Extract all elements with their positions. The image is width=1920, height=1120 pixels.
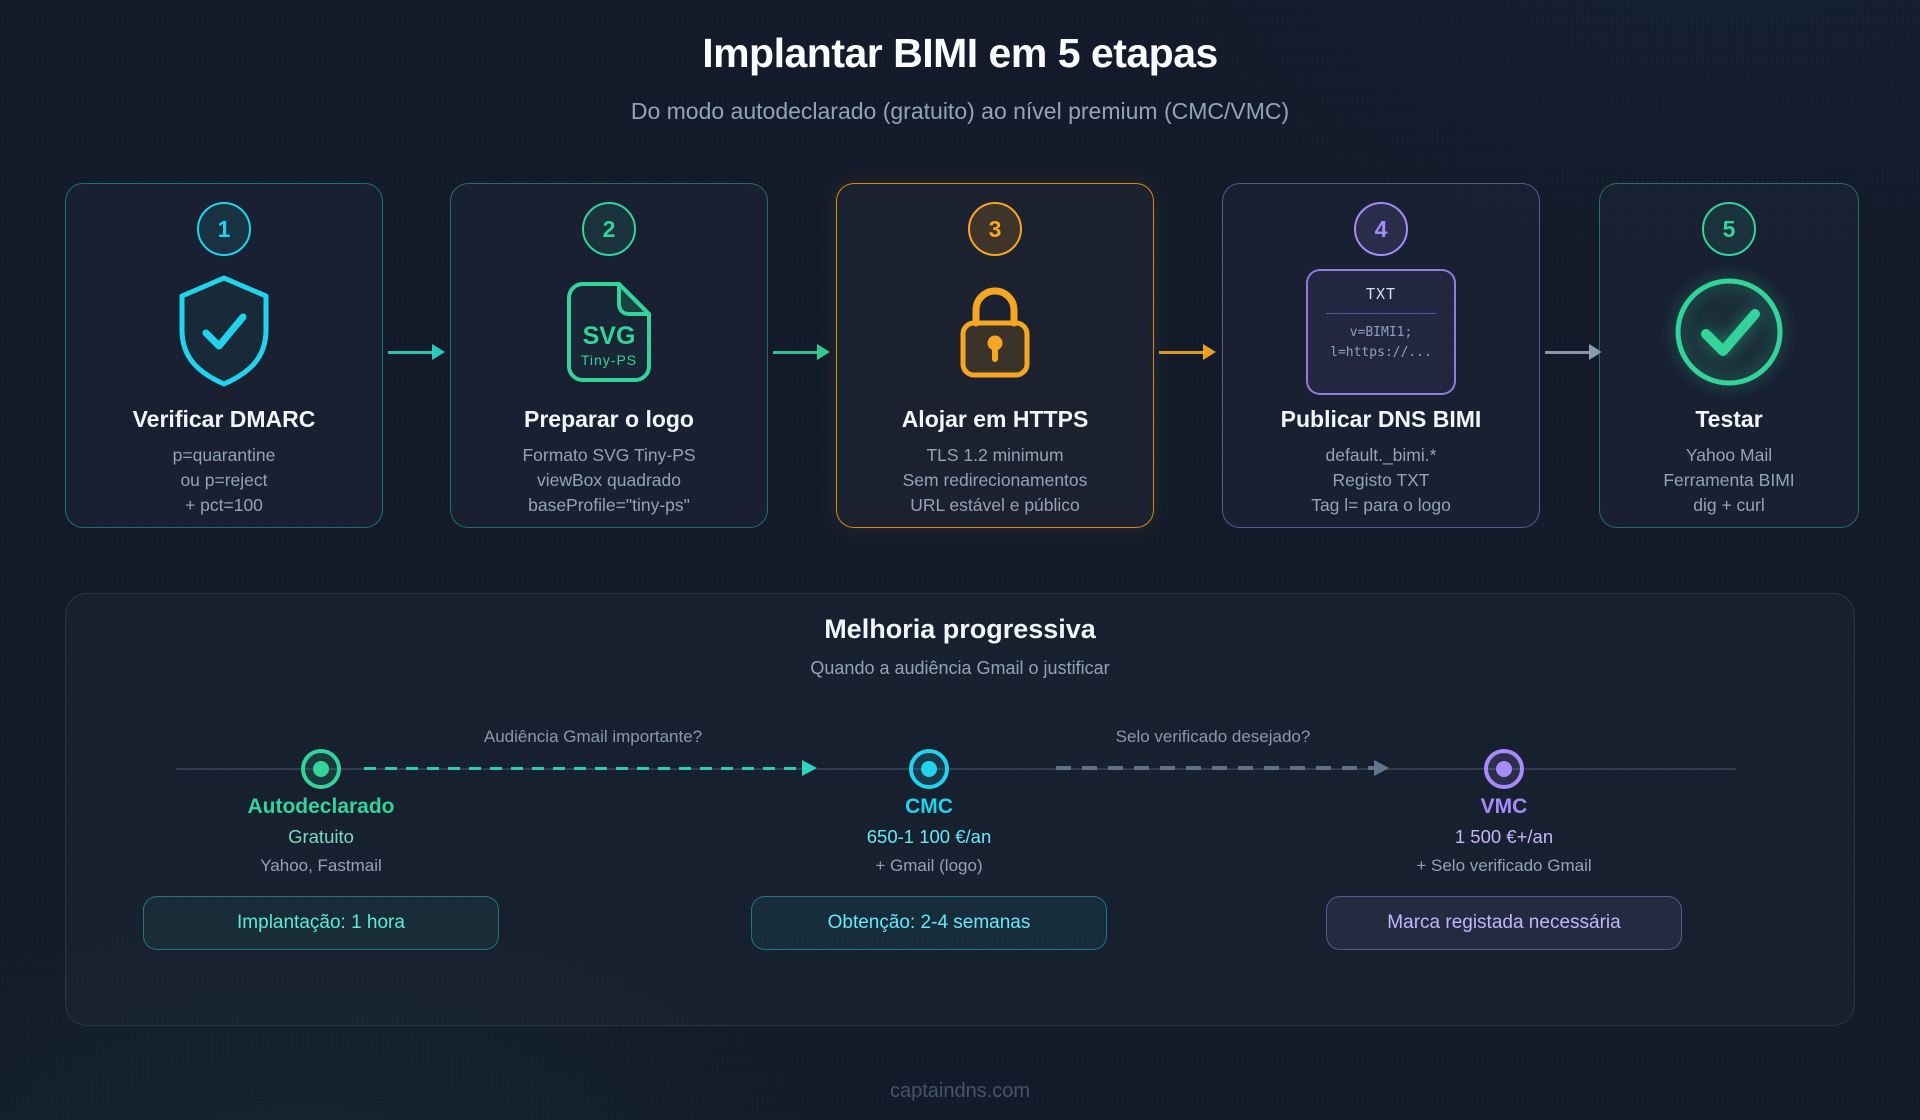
check-circle-icon (1672, 268, 1786, 396)
tier-cmc: CMC 650-1 100 €/an + Gmail (logo) Obtenç… (719, 792, 1139, 950)
footer-site: captaindns.com (889, 1080, 1031, 1102)
dns-txt-record-icon: TXT v=BIMI1; l=https://... (1306, 268, 1456, 396)
record-line-2: l=https://... (1330, 345, 1432, 360)
step-number-badge: 2 (582, 202, 636, 256)
svg-text:SVG: SVG (583, 322, 636, 350)
tier-autodeclarado: Autodeclarado Gratuito Yahoo, Fastmail I… (111, 792, 531, 950)
svg-text:Tiny-PS: Tiny-PS (581, 352, 637, 368)
step-title: Verificar DMARC (132, 406, 316, 432)
tier-name: CMC (905, 795, 953, 818)
step-description: Yahoo Mail Ferramenta BIMI dig + curl (1663, 445, 1795, 515)
shield-check-icon (172, 268, 276, 396)
page-title: Implantar BIMI em 5 etapas (702, 30, 1218, 76)
tier-price: 650-1 100 €/an (866, 826, 992, 847)
tier-detail: Yahoo, Fastmail (260, 856, 382, 875)
step-card-alojar-https: 3 Alojar em HTTPS TLS 1.2 minimum Sem re… (836, 183, 1154, 528)
tier-price: 1 500 €+/an (1454, 826, 1554, 847)
step-card-testar: 5 Testar Yahoo Mail Ferramenta BIMI dig … (1599, 183, 1859, 528)
padlock-icon (946, 268, 1044, 396)
tier-badge: Implantação: 1 hora (143, 896, 499, 950)
svg-file-icon: SVG Tiny-PS (566, 268, 652, 396)
tier-name: VMC (1480, 795, 1528, 818)
timeline-base-line (176, 768, 1736, 770)
panel-title: Melhoria progressiva (824, 614, 1096, 644)
transition-label-2: Selo verificado desejado? (1115, 727, 1311, 746)
step-title: Alojar em HTTPS (901, 406, 1089, 432)
tier-detail: + Gmail (logo) (875, 856, 983, 875)
step-title: Preparar o logo (524, 406, 694, 432)
tier-name: Autodeclarado (247, 795, 395, 818)
record-divider (1326, 313, 1436, 314)
record-line-1: v=BIMI1; (1349, 325, 1413, 340)
step-card-verificar-dmarc: 1 Verificar DMARC p=quarantine ou p=reje… (65, 183, 383, 528)
step-description: Formato SVG Tiny-PS viewBox quadrado bas… (522, 445, 696, 515)
tier-price: Gratuito (288, 826, 354, 847)
timeline-node-cmc (909, 749, 949, 789)
step-title: Publicar DNS BIMI (1280, 406, 1482, 432)
tier-badge: Obtenção: 2-4 semanas (751, 896, 1107, 950)
transition-label-1: Audiência Gmail importante? (483, 727, 703, 746)
step-description: default._bimi.* Registo TXT Tag l= para … (1311, 445, 1451, 515)
step-title: Testar (1695, 406, 1763, 432)
step-number-badge: 4 (1354, 202, 1408, 256)
progression-panel: Melhoria progressiva Quando a audiência … (65, 593, 1855, 1026)
step-description: p=quarantine ou p=reject + pct=100 (172, 445, 276, 515)
tier-detail: + Selo verificado Gmail (1416, 856, 1592, 875)
step-number-badge: 1 (197, 202, 251, 256)
step-card-publicar-dns: 4 TXT v=BIMI1; l=https://... Publicar DN… (1222, 183, 1540, 528)
tier-vmc: VMC 1 500 €+/an + Selo verificado Gmail … (1294, 792, 1714, 950)
record-type-label: TXT (1365, 285, 1397, 303)
step-description: TLS 1.2 minimum Sem redirecionamentos UR… (902, 445, 1088, 515)
step-number-badge: 3 (968, 202, 1022, 256)
step-number-badge: 5 (1702, 202, 1756, 256)
timeline-node-vmc (1484, 749, 1524, 789)
page-subtitle: Do modo autodeclarado (gratuito) ao níve… (630, 98, 1290, 124)
timeline-node-autodeclarado (301, 749, 341, 789)
step-card-preparar-logo: 2 SVG Tiny-PS Preparar o logo Formato SV… (450, 183, 768, 528)
panel-subtitle: Quando a audiência Gmail o justificar (810, 658, 1110, 678)
tier-badge: Marca registada necessária (1326, 896, 1682, 950)
